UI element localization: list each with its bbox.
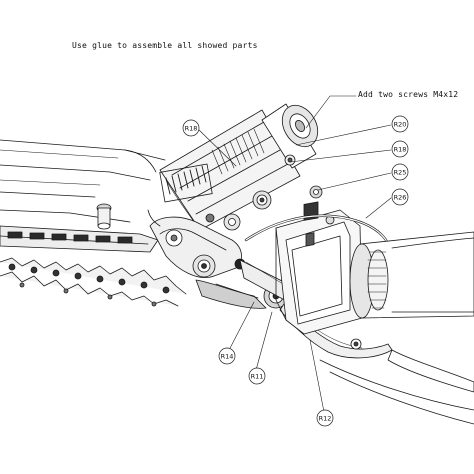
- track-chain: [0, 257, 187, 307]
- frame-bolt: [96, 203, 112, 230]
- callout-r20-label: R20: [394, 121, 407, 129]
- callout-r26: R26: [391, 188, 409, 206]
- callout-r11: R11: [248, 367, 266, 385]
- callout-r12-label: R12: [319, 415, 332, 423]
- linkage-plate: [149, 216, 246, 278]
- callout-r18-left-label: R18: [185, 125, 198, 133]
- callout-balloons: R18 R20 R18 R25 R26 R14: [182, 115, 409, 427]
- clamp-block: [275, 201, 363, 335]
- callout-r18-right-label: R18: [394, 146, 407, 154]
- callout-r11-label: R11: [251, 373, 264, 381]
- callout-r20: R20: [391, 115, 409, 133]
- lower-rail: [0, 225, 159, 253]
- callout-r18-right: R18: [391, 140, 409, 158]
- callout-r14: R14: [218, 347, 236, 365]
- callout-r26-label: R26: [394, 194, 407, 202]
- frame-tube: [0, 139, 166, 223]
- callout-r14-label: R14: [221, 353, 234, 361]
- callout-r25-label: R25: [394, 169, 407, 177]
- assembly-note: Use glue to assemble all showed parts: [72, 41, 258, 50]
- brake-cable: [147, 209, 392, 258]
- callout-r18-left: R18: [182, 119, 200, 137]
- top-cap: [261, 103, 319, 169]
- callout-r12: R12: [316, 409, 334, 427]
- screws-note: Add two screws M4x12: [358, 90, 459, 99]
- callout-r25: R25: [391, 163, 409, 181]
- round-fittings: [205, 185, 323, 231]
- leader-lines: [197, 95, 392, 413]
- handlebar-grip: [349, 231, 474, 319]
